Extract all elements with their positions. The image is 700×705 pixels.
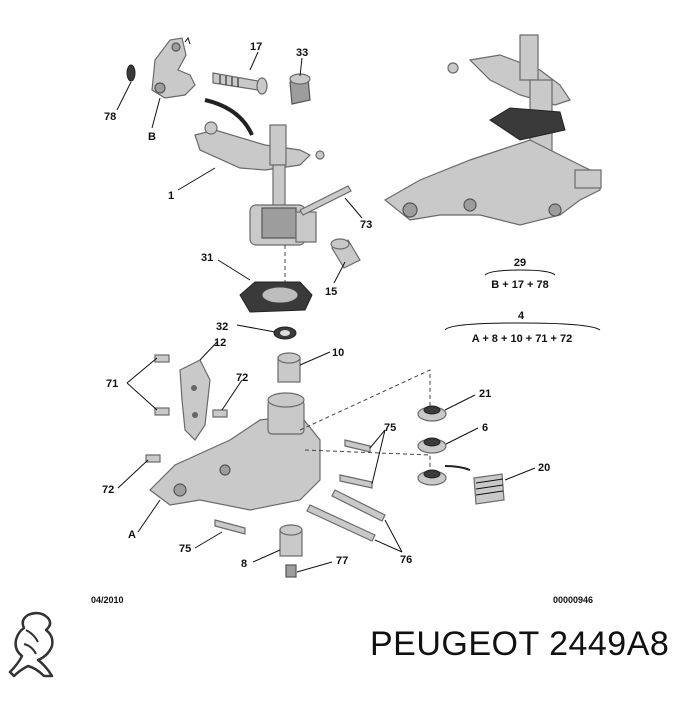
diagram-date: 04/2010 (91, 595, 124, 605)
callout-6: 6 (482, 422, 488, 434)
part-A-base (149, 392, 321, 511)
brand-part-number: PEUGEOT 2449A8 (370, 625, 670, 663)
callout-32: 32 (216, 321, 228, 333)
callout-71: 71 (106, 378, 118, 390)
callout-72-lower: 72 (102, 484, 114, 496)
part-8-bush (279, 524, 303, 557)
part-6-washer (417, 437, 447, 454)
callout-75-lower: 75 (179, 543, 191, 555)
part-33-bush (289, 73, 311, 105)
drawing-number: 00000946 (553, 595, 593, 605)
peugeot-lion-icon (8, 611, 54, 678)
part-B-bracket (151, 36, 196, 99)
callout-73: 73 (360, 219, 372, 231)
part-71-studs (154, 354, 170, 416)
callout-15: 15 (325, 286, 337, 298)
shaft-block (249, 204, 317, 246)
callout-78: 78 (104, 111, 116, 123)
leader-lines (116, 51, 601, 573)
part-12-plate (179, 359, 211, 441)
callout-75-upper: 75 (384, 422, 396, 434)
callout-B: B (148, 131, 156, 143)
callout-8: 8 (241, 558, 247, 570)
part-32-washer (273, 326, 297, 340)
callout-33: 33 (296, 47, 308, 59)
callout-12: 12 (214, 337, 226, 349)
kit-29-contents: B + 17 + 78 (491, 279, 549, 291)
part-78-washer (126, 64, 136, 82)
part-1-lever (194, 121, 325, 211)
part-76-screws (306, 489, 386, 542)
kit-4-contents: A + 8 + 10 + 71 + 72 (472, 333, 573, 345)
part-77-screw (285, 564, 297, 578)
callout-A: A (128, 529, 136, 541)
callout-31: 31 (201, 252, 213, 264)
part-15-bush (330, 238, 361, 269)
part-31-boot (239, 281, 313, 313)
part-75-screw-lower (214, 519, 246, 535)
callout-10: 10 (332, 347, 344, 359)
part-72-stud-lower (145, 454, 161, 463)
kit-4-number: 4 (518, 310, 525, 322)
part-72-stud-upper (212, 409, 228, 418)
part-10-bush (277, 352, 301, 383)
part-21-washer (417, 405, 447, 422)
part-73-pin (299, 185, 352, 216)
callout-17: 17 (250, 41, 262, 53)
callout-1: 1 (168, 190, 174, 202)
part-75-screws (339, 439, 373, 489)
part-17-bolt (212, 72, 268, 95)
callout-72-upper: 72 (236, 372, 248, 384)
assembled-view (383, 34, 602, 226)
callout-21: 21 (479, 388, 491, 400)
callout-77: 77 (336, 555, 348, 567)
kit-29-number: 29 (514, 257, 526, 269)
part-20-spring (417, 465, 505, 505)
callout-76: 76 (400, 554, 412, 566)
callout-20: 20 (538, 462, 550, 474)
